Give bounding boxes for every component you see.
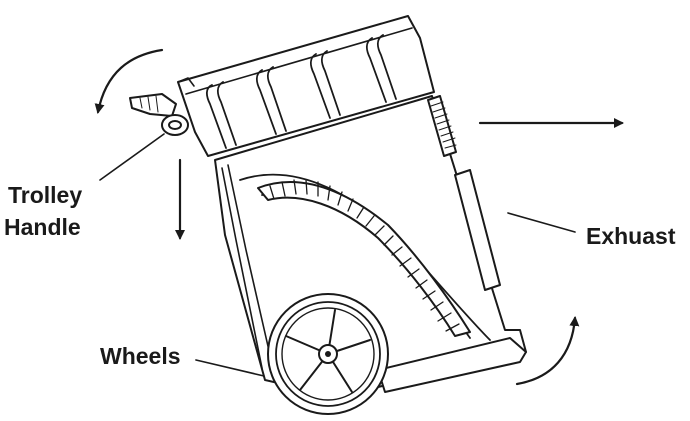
- base-foot: [377, 337, 527, 393]
- intake-grille: [257, 179, 471, 337]
- motion-arrows: [94, 48, 624, 386]
- trolley-handle: [129, 77, 195, 136]
- label-handle: Handle: [4, 214, 81, 240]
- rotate-arrow-bottom-right: [515, 316, 580, 386]
- hand-icon: [129, 93, 177, 117]
- leader-lines: [99, 133, 576, 377]
- rotate-arrow-top-left: [94, 48, 164, 114]
- rear-strip: [454, 169, 501, 291]
- label-exhaust: Exhuast: [586, 223, 676, 249]
- wheel: [267, 293, 389, 415]
- label-trolley: Trolley: [8, 182, 82, 208]
- exhaust-vent: [427, 95, 457, 157]
- label-wheels: Wheels: [100, 343, 181, 369]
- top-lid: [177, 15, 435, 157]
